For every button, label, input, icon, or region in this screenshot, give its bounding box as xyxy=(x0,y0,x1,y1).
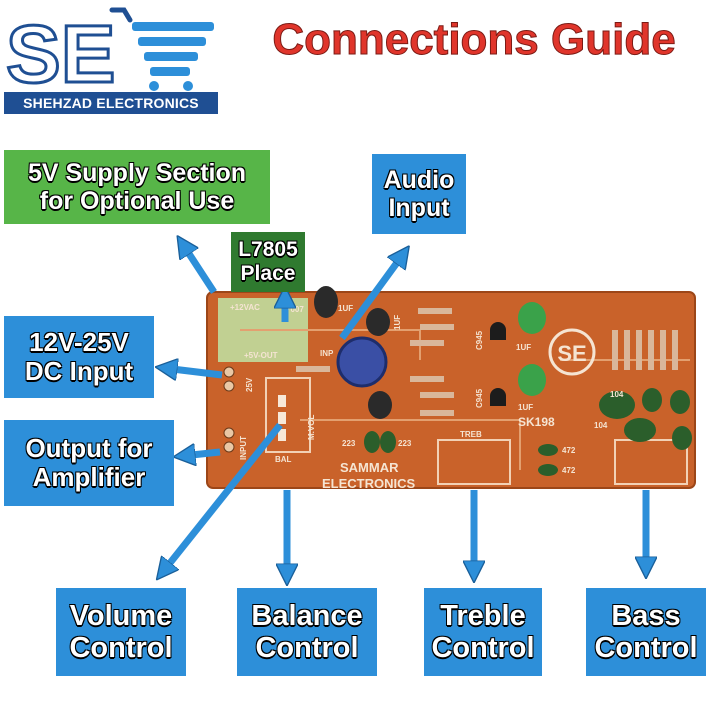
label-output-line1: Output for xyxy=(25,432,153,463)
label-l7805: L7805 Place xyxy=(231,232,305,292)
silk-223-a: 223 xyxy=(342,439,356,448)
label-treble: Treble Control xyxy=(424,588,542,676)
electrolytic-capacitors xyxy=(314,286,692,476)
label-balance: Balance Control xyxy=(237,588,377,676)
shehzad-logo: SE SHEHZAD ELECTRONICS xyxy=(4,4,218,114)
label-balance-line1: Balance xyxy=(251,599,363,632)
label-volume-line2: Control xyxy=(69,632,173,664)
silk-treb: TREB xyxy=(460,430,482,439)
label-l7805-line1: L7805 xyxy=(238,238,298,262)
label-5v-supply: 5V Supply Section for Optional Use xyxy=(4,150,270,224)
board-maker-line2: ELECTRONICS xyxy=(322,476,416,491)
label-dc-input-line2: DC Input xyxy=(24,356,134,386)
board-model: SK198 xyxy=(518,415,555,429)
silk-uf-1: 1UF xyxy=(338,304,353,313)
silk-25v: 25V xyxy=(245,377,254,392)
board-se-logo: SE xyxy=(548,328,596,376)
silk-c945-a: C945 xyxy=(475,330,484,350)
silk-472-a: 472 xyxy=(562,446,576,455)
label-5v-supply-line2: for Optional Use xyxy=(39,187,235,215)
silk-7007: 7007 xyxy=(286,305,304,314)
label-audio-input-line2: Input xyxy=(388,194,450,222)
silk-104-b: 104 xyxy=(594,421,608,430)
label-treble-line1: Treble xyxy=(440,599,526,632)
silk-uf-2: 1UF xyxy=(393,315,402,330)
label-l7805-line2: Place xyxy=(240,262,296,285)
label-volume: Volume Control xyxy=(56,588,186,676)
silk-c945-b: C945 xyxy=(475,388,484,408)
arrow-audio-input xyxy=(339,253,404,341)
silk-223-b: 223 xyxy=(398,439,412,448)
treble-pot-footprint xyxy=(437,439,511,485)
label-output: Output for Amplifier xyxy=(4,420,174,506)
arrow-output xyxy=(182,452,221,456)
logo-strip-text: SHEHZAD ELECTRONICS xyxy=(4,92,218,114)
bass-pot-footprint xyxy=(614,439,688,485)
logo-letters: SE xyxy=(6,9,115,94)
silk-bal: BAL xyxy=(275,455,292,464)
dc-input-terminals xyxy=(223,366,235,453)
silk-input: INPUT xyxy=(239,436,248,460)
silk-mvol: M.VOL xyxy=(307,415,316,440)
label-dc-input-line1: 12V-25V xyxy=(29,326,129,357)
label-audio-input: Audio Input xyxy=(372,154,466,234)
page-title: Connections Guide xyxy=(272,15,676,65)
silk-uf-3: 1UF xyxy=(516,343,531,352)
board-logo-text: SE xyxy=(557,341,586,366)
transistors xyxy=(490,322,506,406)
silk-12vac: +12VAC xyxy=(230,303,260,312)
resistors xyxy=(296,308,678,416)
silk-uf-4: 1UF xyxy=(518,403,533,412)
label-balance-line2: Control xyxy=(255,632,359,664)
se-cart-logo-icon: SE xyxy=(5,7,214,94)
label-audio-input-line1: Audio xyxy=(383,166,455,194)
label-bass-line1: Bass xyxy=(611,599,681,632)
silk-472-b: 472 xyxy=(562,466,576,475)
label-bass-line2: Control xyxy=(594,632,698,664)
arrow-volume xyxy=(162,422,283,573)
label-dc-input: 12V-25V DC Input xyxy=(4,316,154,398)
label-bass: Bass Control xyxy=(586,588,706,676)
silk-5v-out: +5V-OUT xyxy=(244,351,278,360)
arrow-dc-input xyxy=(164,368,223,375)
silk-104-a: 104 xyxy=(610,390,624,399)
label-5v-supply-line1: 5V Supply Section xyxy=(27,159,247,187)
board-maker-line1: SAMMAR xyxy=(340,460,399,475)
volume-pot-footprint xyxy=(265,377,311,453)
label-volume-line1: Volume xyxy=(69,599,173,632)
silk-inp: INP xyxy=(320,349,334,358)
arrow-5v-supply xyxy=(182,243,217,294)
label-output-line2: Amplifier xyxy=(32,462,146,492)
label-treble-line2: Control xyxy=(431,632,535,664)
